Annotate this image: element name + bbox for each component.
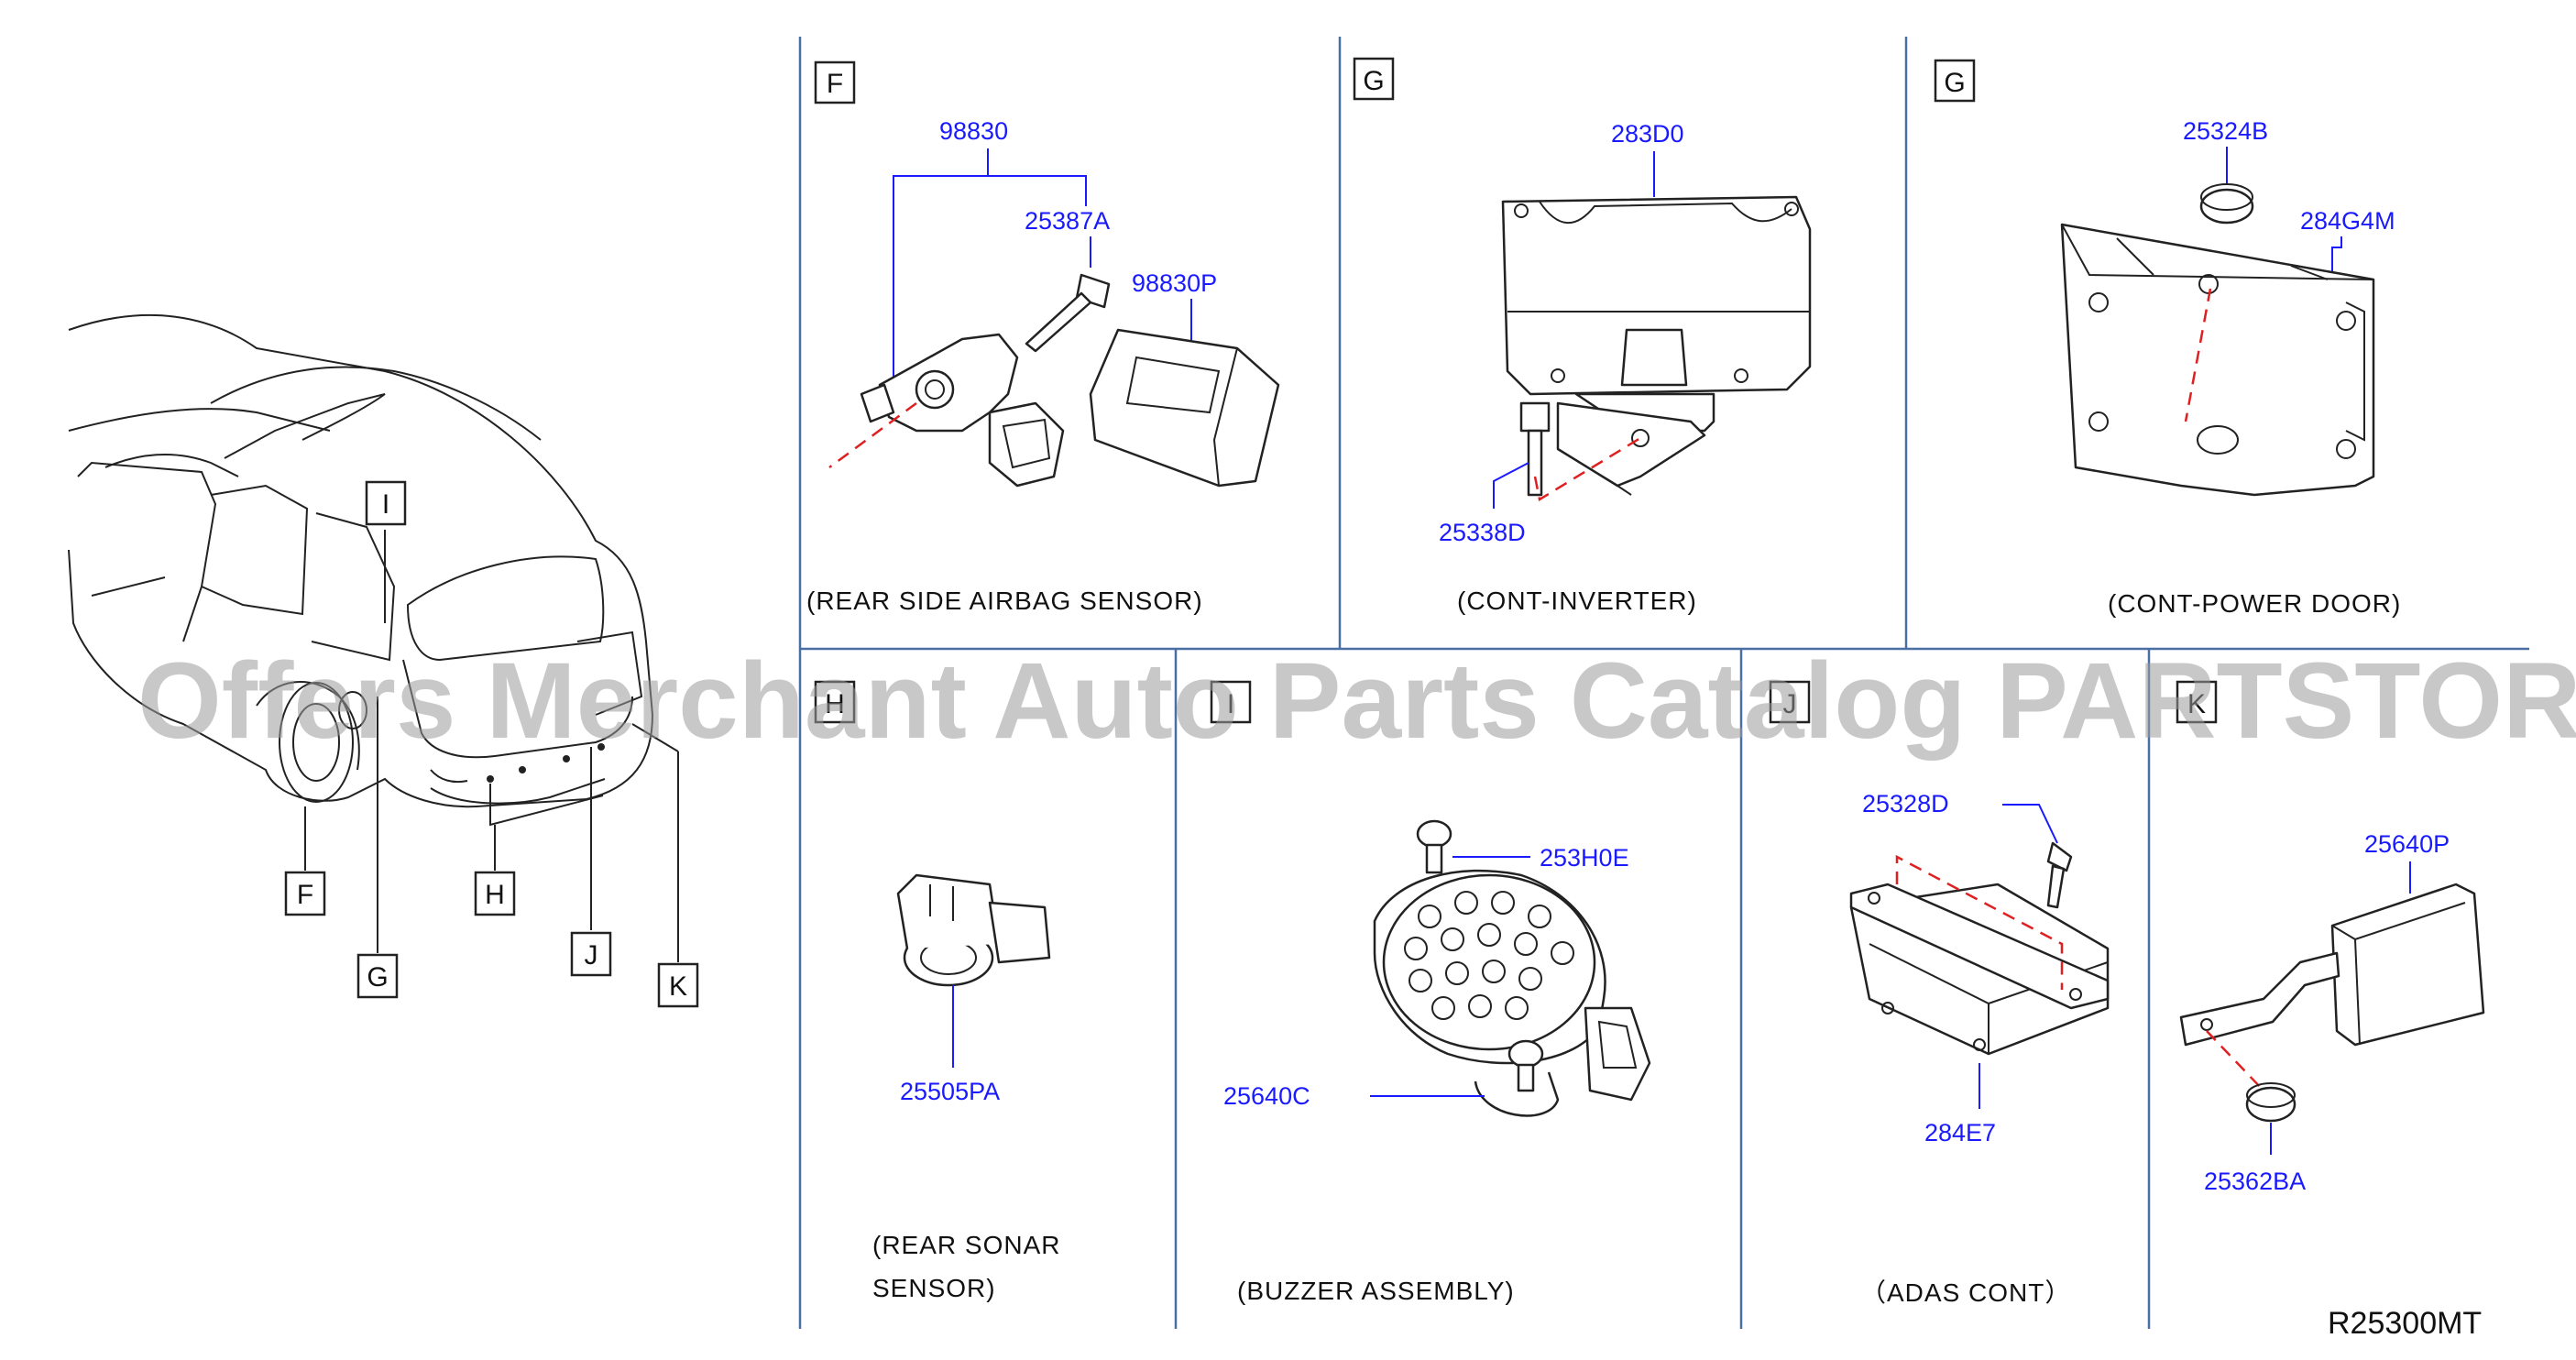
car-label-K-text: K — [669, 971, 687, 1002]
panel-F: F 98830 25387A 98830P (REAR SIDE — [806, 60, 1280, 615]
panel-G1-tag-text: G — [1363, 66, 1384, 96]
buzzer-screw-top-icon — [1416, 819, 1452, 874]
car-label-K: K — [657, 962, 699, 1008]
panel-H-caption-line1: (REAR SONAR — [872, 1231, 1060, 1259]
panel-I-caption: (BUZZER ASSEMBLY) — [1237, 1277, 1515, 1305]
panel-G-power-door: G 25324B 284G4M (CONT-POWER DOOR) — [1934, 59, 2401, 618]
panel-G-inverter: G 283D0 25338D (CONT-INVERTER) — [1353, 57, 1812, 615]
panel-K-tag — [2176, 680, 2218, 724]
sonar-sensor-icon — [896, 873, 1051, 987]
panel-F-tag — [814, 60, 856, 104]
buzzer-icon — [1373, 869, 1651, 1117]
buzzer-screw-bottom-icon — [1507, 1039, 1544, 1092]
diagram-reference-number: R25300MT — [2328, 1306, 2482, 1341]
panel-I: I 253H0E 25640C (BUZZER A — [1210, 680, 1651, 1305]
car-label-H-text: H — [485, 880, 505, 910]
panel-G2-caption: (CONT-POWER DOOR) — [2108, 589, 2401, 618]
panel-I-tag — [1210, 680, 1252, 724]
panel-H-tag-text: H — [825, 689, 845, 719]
part-number-25505PA: 25505PA — [900, 1078, 1000, 1105]
nut-icon-K — [2245, 1082, 2296, 1123]
adas-controller-icon — [1849, 883, 2110, 1056]
car-label-G: G — [356, 953, 399, 999]
car-label-F-text: F — [297, 880, 313, 910]
car-label-I-text: I — [382, 489, 389, 520]
airbag-sensor-icon — [860, 333, 1065, 488]
watermark-text: Offers Merchant Auto Parts Catalog PARTS… — [137, 641, 2576, 762]
panel-I-tag-text: I — [1227, 689, 1234, 719]
part-number-25362BA: 25362BA — [2204, 1168, 2306, 1195]
panel-G1-tag — [1353, 57, 1395, 101]
sensor-cover-icon — [1089, 328, 1280, 488]
screw-icon — [1519, 401, 1551, 497]
part-number-284E7: 284E7 — [1924, 1119, 1996, 1146]
part-number-283D0: 283D0 — [1611, 120, 1684, 148]
panel-dividers — [798, 37, 2529, 1329]
part-number-25324B: 25324B — [2183, 117, 2268, 145]
inverter-unit-icon — [1501, 195, 1812, 433]
car-label-J: J — [570, 931, 612, 977]
panel-G2-tag — [1934, 59, 1976, 103]
panel-G1-caption: (CONT-INVERTER) — [1457, 587, 1697, 615]
car-label-H: H — [474, 871, 516, 916]
panel-H-caption-line2: SENSOR) — [872, 1274, 996, 1302]
antenna-module-icon — [2179, 883, 2485, 1047]
part-number-25640P: 25640P — [2364, 830, 2450, 858]
car-label-I: I — [365, 480, 407, 526]
panel-H-tag — [814, 680, 856, 724]
panel-F-tag-text: F — [827, 69, 843, 99]
panel-J-tag — [1769, 680, 1811, 724]
panel-J: J 25328D 284E7 （ADAS CONT） — [1769, 680, 2110, 1307]
part-number-25387A: 25387A — [1025, 207, 1110, 235]
panel-J-tag-text: J — [1783, 689, 1797, 719]
part-number-25328D: 25328D — [1862, 790, 1949, 817]
vehicle-overview — [68, 314, 654, 808]
part-number-98830P: 98830P — [1132, 269, 1217, 297]
bolt-icon — [1025, 273, 1111, 353]
car-leader-lines — [304, 530, 679, 962]
panel-H: H 25505PA (REAR SONAR SENSOR) — [814, 680, 1060, 1302]
car-label-G-text: G — [367, 962, 388, 993]
panel-G2-tag-text: G — [1944, 68, 1965, 98]
panel-F-caption: (REAR SIDE AIRBAG SENSOR) — [806, 587, 1203, 615]
part-number-25338D: 25338D — [1439, 519, 1526, 546]
car-label-F: F — [284, 871, 326, 916]
panel-K-tag-text: K — [2187, 689, 2206, 719]
nut-icon — [2199, 183, 2254, 225]
part-number-284G4M: 284G4M — [2300, 207, 2395, 235]
power-door-controller-icon — [2060, 223, 2375, 497]
part-number-253H0E: 253H0E — [1540, 844, 1629, 872]
panel-K: K 25640P 25362BA — [2176, 680, 2485, 1195]
part-number-25640C: 25640C — [1223, 1082, 1310, 1110]
car-label-J-text: J — [585, 940, 598, 971]
part-number-98830: 98830 — [939, 117, 1008, 145]
panel-J-caption: （ADAS CONT） — [1860, 1278, 2071, 1307]
adas-screw-icon — [2046, 841, 2073, 909]
